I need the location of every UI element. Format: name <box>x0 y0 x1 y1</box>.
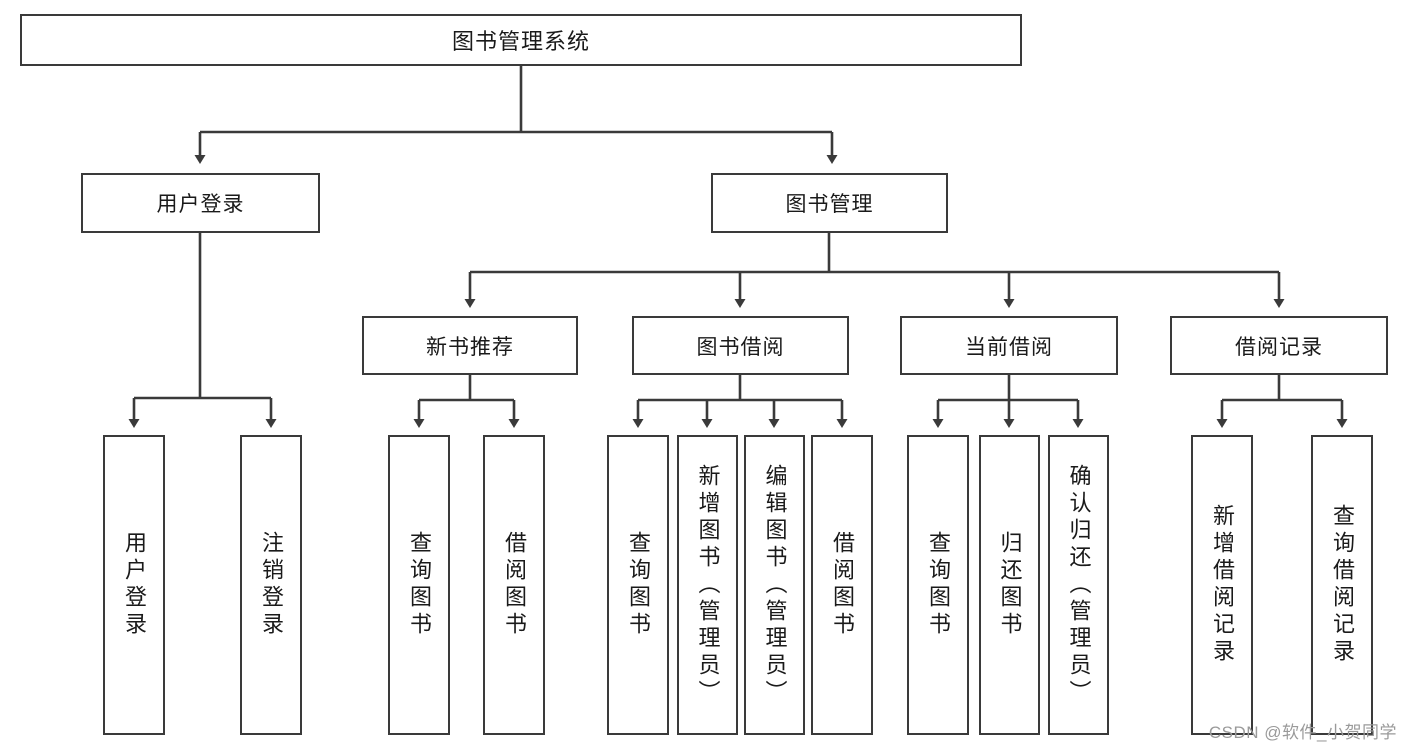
node-borrow-record-label: 借阅记录 <box>1235 335 1323 359</box>
node-leaf-logout[interactable]: 注销登录 <box>240 435 302 735</box>
node-leaf-borrow-book-1[interactable]: 借阅图书 <box>483 435 545 735</box>
node-leaf-query-book-1-label: 查询图书 <box>407 531 432 639</box>
node-leaf-user-login-label: 用户登录 <box>122 531 147 639</box>
node-leaf-edit-book-label: 编辑图书（管理员） <box>762 463 788 707</box>
node-leaf-return-book[interactable]: 归还图书 <box>979 435 1040 735</box>
node-new-book-rec-label: 新书推荐 <box>426 335 514 359</box>
node-root[interactable]: 图书管理系统 <box>20 14 1022 66</box>
node-leaf-confirm-return[interactable]: 确认归还（管理员） <box>1048 435 1109 735</box>
node-leaf-edit-book[interactable]: 编辑图书（管理员） <box>744 435 805 735</box>
node-leaf-add-record[interactable]: 新增借阅记录 <box>1191 435 1253 735</box>
node-leaf-add-book-label: 新增图书（管理员） <box>695 463 721 707</box>
node-leaf-query-book-3-label: 查询图书 <box>926 531 951 639</box>
node-root-label: 图书管理系统 <box>451 29 590 54</box>
node-user-login[interactable]: 用户登录 <box>81 173 320 233</box>
node-leaf-borrow-book-1-label: 借阅图书 <box>502 531 527 639</box>
node-leaf-logout-label: 注销登录 <box>259 531 284 639</box>
node-leaf-borrow-book-2[interactable]: 借阅图书 <box>811 435 873 735</box>
node-leaf-borrow-book-2-label: 借阅图书 <box>830 531 855 639</box>
node-leaf-add-record-label: 新增借阅记录 <box>1210 504 1235 666</box>
node-current-borrow-label: 当前借阅 <box>965 335 1053 359</box>
node-leaf-query-book-2-label: 查询图书 <box>626 531 651 639</box>
node-leaf-query-book-1[interactable]: 查询图书 <box>388 435 450 735</box>
watermark: CSDN @软件_小贺同学 <box>1208 723 1397 742</box>
node-new-book-rec[interactable]: 新书推荐 <box>362 316 578 375</box>
node-book-borrow[interactable]: 图书借阅 <box>632 316 849 375</box>
node-leaf-return-book-label: 归还图书 <box>997 531 1023 639</box>
node-leaf-add-book[interactable]: 新增图书（管理员） <box>677 435 738 735</box>
node-leaf-confirm-return-label: 确认归还（管理员） <box>1066 463 1092 707</box>
node-leaf-query-record-label: 查询借阅记录 <box>1330 504 1355 666</box>
node-book-manage[interactable]: 图书管理 <box>711 173 948 233</box>
node-book-borrow-label: 图书借阅 <box>696 335 785 359</box>
node-current-borrow[interactable]: 当前借阅 <box>900 316 1118 375</box>
node-borrow-record[interactable]: 借阅记录 <box>1170 316 1388 375</box>
node-leaf-query-book-3[interactable]: 查询图书 <box>907 435 969 735</box>
node-leaf-query-record[interactable]: 查询借阅记录 <box>1311 435 1373 735</box>
node-leaf-user-login[interactable]: 用户登录 <box>103 435 165 735</box>
node-book-manage-label: 图书管理 <box>785 193 874 216</box>
node-user-login-label: 用户登录 <box>156 193 245 216</box>
node-leaf-query-book-2[interactable]: 查询图书 <box>607 435 669 735</box>
